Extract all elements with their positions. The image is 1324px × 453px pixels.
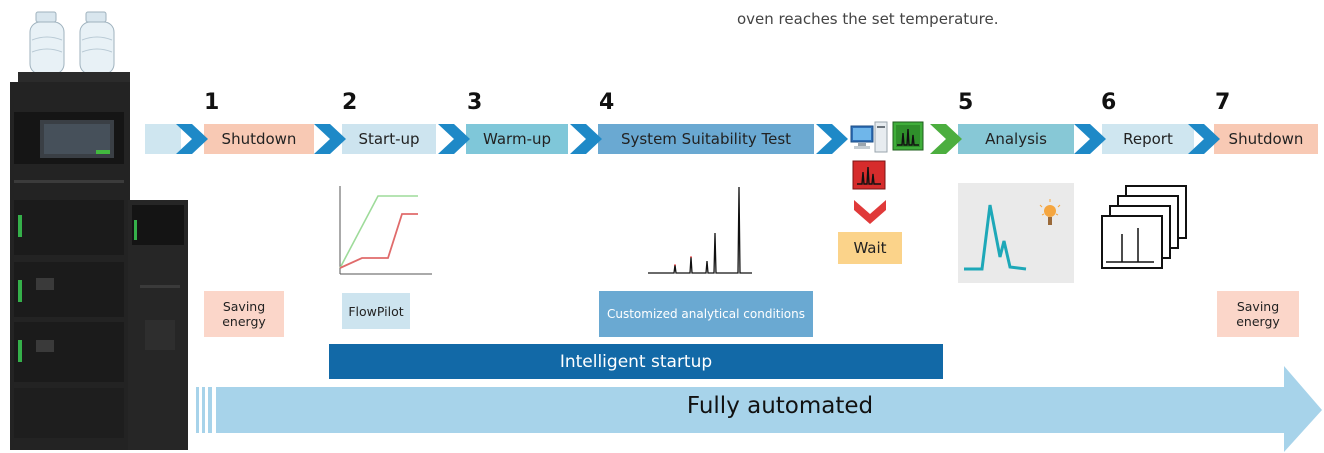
chevron-right-icon: [1074, 124, 1106, 154]
fully-automated-label: Fully automated: [686, 393, 874, 419]
flow-start-block: [145, 124, 181, 154]
caption-text: oven reaches the set temperature.: [737, 10, 999, 28]
sst-chromatogram: [648, 186, 752, 274]
step-number-2: 2: [342, 90, 358, 115]
saving-energy-left: Saving energy: [204, 291, 284, 337]
step-warm-up: Warm-up: [466, 124, 568, 154]
step-shutdown-start: Shutdown: [204, 124, 314, 154]
step-report: Report: [1102, 124, 1194, 154]
step-number-6: 6: [1101, 90, 1117, 115]
chevron-right-icon: [438, 124, 470, 154]
intelligent-startup-bar: Intelligent startup: [329, 344, 943, 379]
chevron-right-green-icon: [930, 124, 962, 154]
flowpilot-box: FlowPilot: [342, 293, 410, 329]
flowpilot-graph: [339, 186, 432, 275]
computer-icon: [850, 121, 888, 153]
fully-automated-arrow: [196, 366, 1322, 452]
chromatogram-green-icon: [892, 121, 924, 151]
instrument-image: [10, 11, 188, 450]
chevron-right-icon: [314, 124, 346, 154]
step-number-1: 1: [204, 90, 220, 115]
chevron-down-icon: [854, 200, 886, 224]
saving-energy-right: Saving energy: [1217, 291, 1299, 337]
step-start-up: Start-up: [342, 124, 436, 154]
report-pages-icon: [1101, 185, 1187, 269]
analysis-image: [958, 183, 1074, 283]
chevron-right-icon: [1188, 124, 1220, 154]
customized-conditions-box: Customized analytical conditions: [599, 291, 813, 337]
step-system-suitability-test: System Suitability Test: [598, 124, 814, 154]
wait-box: Wait: [838, 232, 902, 264]
step-number-3: 3: [467, 90, 483, 115]
caption-partial-line: [1040, 0, 1060, 2]
chevron-right-icon: [176, 124, 208, 154]
step-number-4: 4: [599, 90, 615, 115]
chromatogram-red-icon: [852, 160, 886, 190]
solvent-bottles: [29, 11, 115, 75]
chevron-right-icon: [570, 124, 602, 154]
step-analysis: Analysis: [958, 124, 1074, 154]
step-shutdown-end: Shutdown: [1214, 124, 1318, 154]
chevron-right-icon: [816, 124, 848, 154]
step-number-7: 7: [1215, 90, 1231, 115]
step-number-5: 5: [958, 90, 974, 115]
